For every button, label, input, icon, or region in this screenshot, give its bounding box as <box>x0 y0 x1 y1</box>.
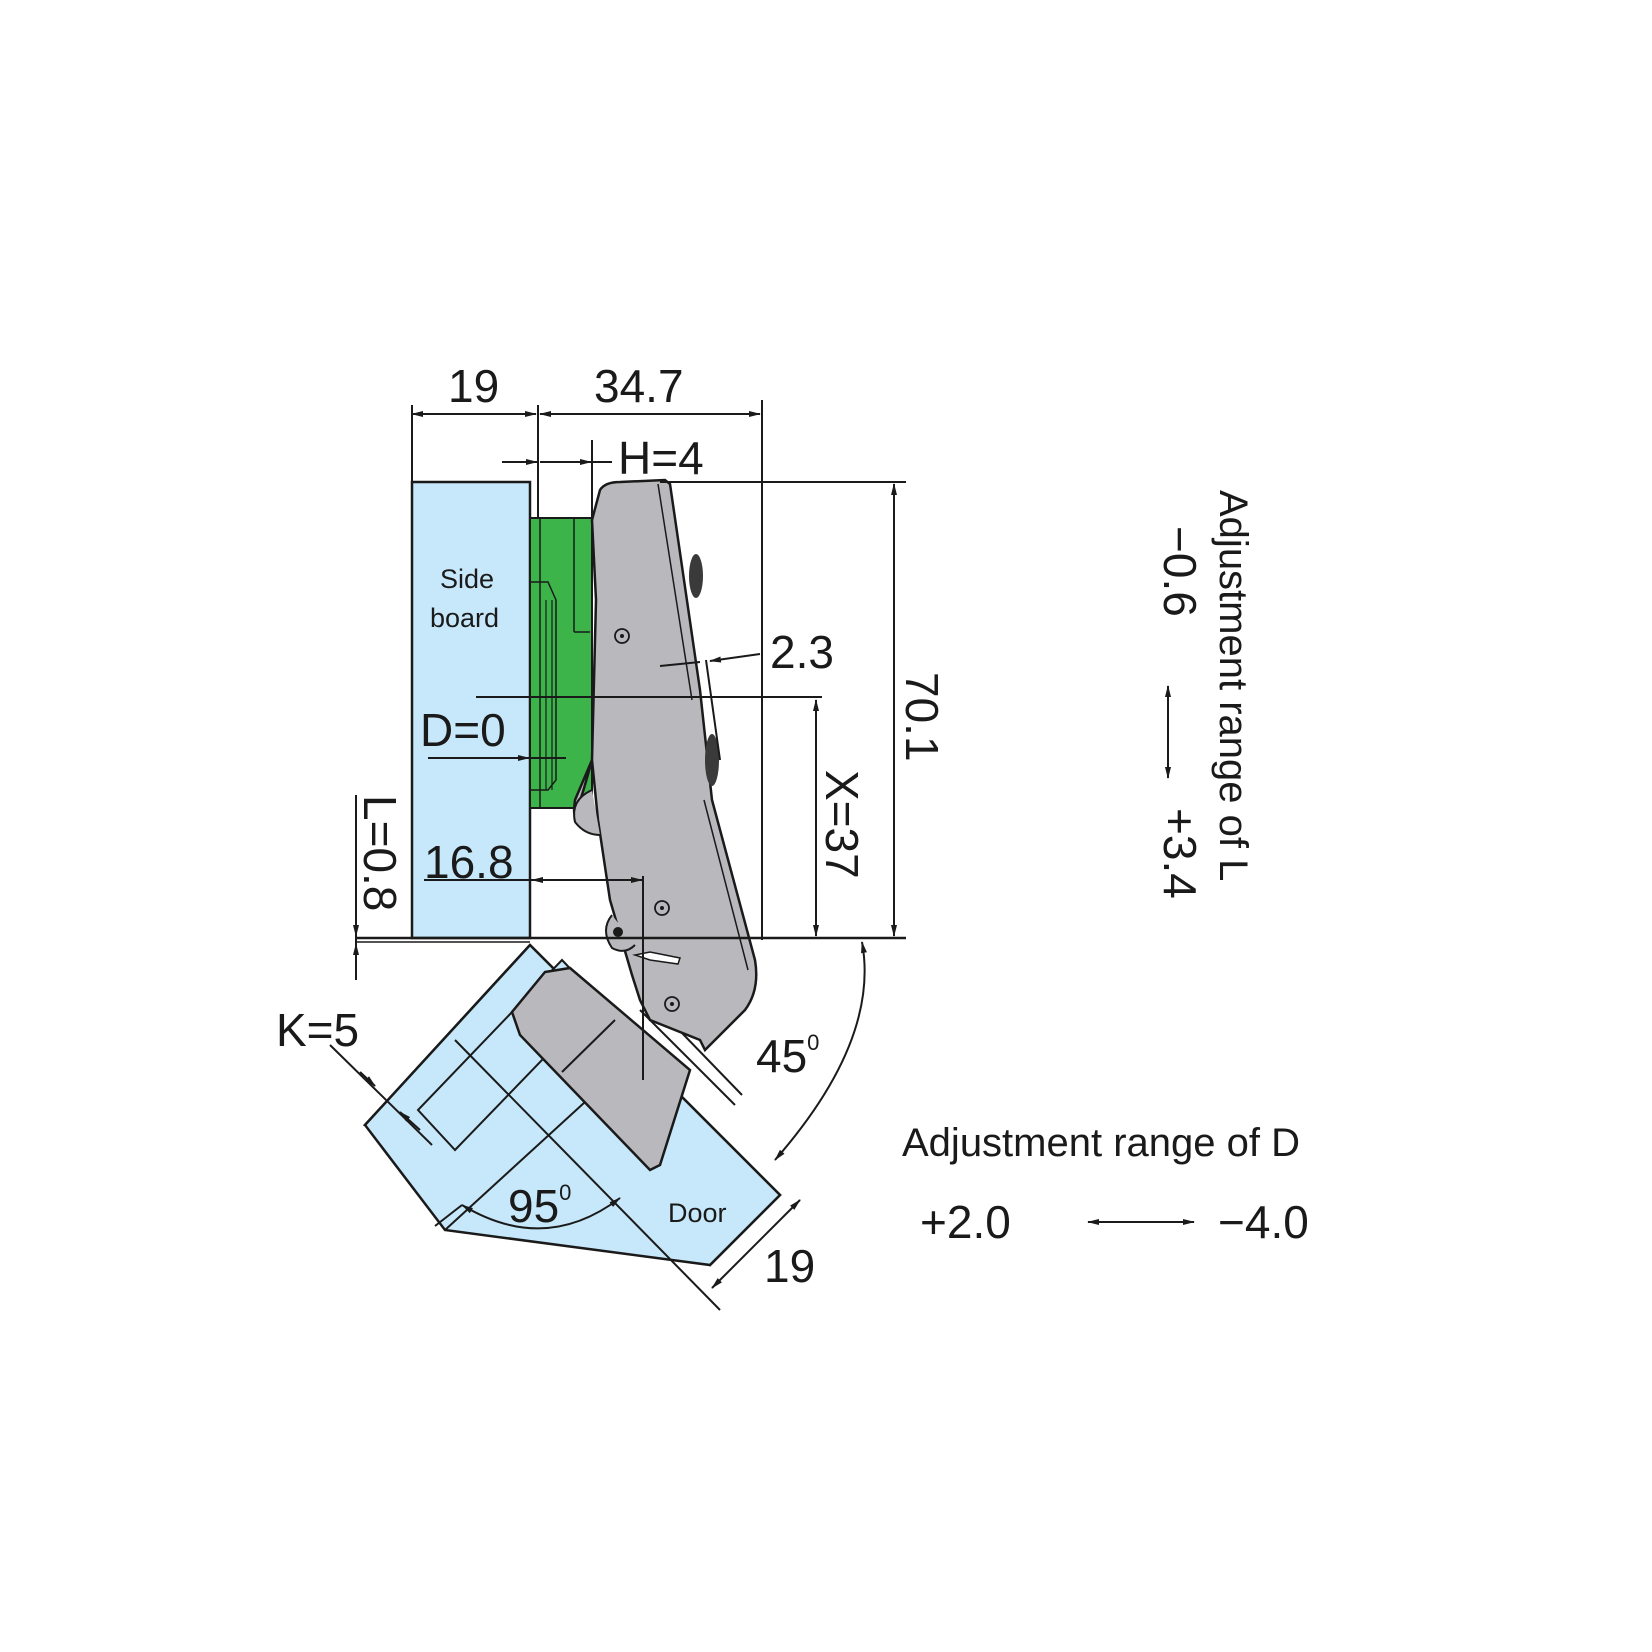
dim-opening-angle: 950 <box>508 1180 571 1232</box>
dimension-labels: 19 34.7 H=4 2.3 D=0 16.8 X=37 70.1 L=0.8… <box>276 360 948 1292</box>
dim-k: K=5 <box>276 1004 359 1056</box>
adjustment-l-min: −0.6 <box>1154 526 1206 617</box>
side-board <box>410 480 532 940</box>
dim-side-board-width: 19 <box>448 360 499 412</box>
adjustment-d-to: −4.0 <box>1218 1196 1309 1248</box>
label-board: board <box>430 603 499 633</box>
adjustment-range-l: Adjustment range of L −0.6 +3.4 <box>1154 490 1255 899</box>
dimension-lines <box>329 400 906 1289</box>
adjustment-d-title: Adjustment range of D <box>902 1121 1300 1165</box>
dim-l: L=0.8 <box>354 795 406 911</box>
label-door: Door <box>668 1198 727 1228</box>
dim-x: X=37 <box>816 770 868 879</box>
dim-d: D=0 <box>420 704 506 756</box>
dim-arm-offset: 2.3 <box>770 626 834 678</box>
adjustment-d-from: +2.0 <box>920 1196 1011 1248</box>
dim-total-height: 70.1 <box>896 672 948 762</box>
dim-hinge-depth: 34.7 <box>594 360 684 412</box>
dim-cup-distance: 16.8 <box>424 836 514 888</box>
adjustment-l-title: Adjustment range of L <box>1211 490 1255 881</box>
screw-hole-icon <box>614 628 680 1012</box>
adjustment-range-d: Adjustment range of D +2.0 −4.0 <box>902 1121 1309 1248</box>
adjustment-l-max: +3.4 <box>1154 808 1206 899</box>
label-side: Side <box>440 564 494 594</box>
dim-mount-angle: 450 <box>756 1030 819 1082</box>
mounting-plate <box>529 517 593 809</box>
hinge-arm <box>572 478 758 1053</box>
dim-door-thickness: 19 <box>764 1240 815 1292</box>
hinge-cup <box>510 966 743 1172</box>
dim-h: H=4 <box>618 432 704 484</box>
